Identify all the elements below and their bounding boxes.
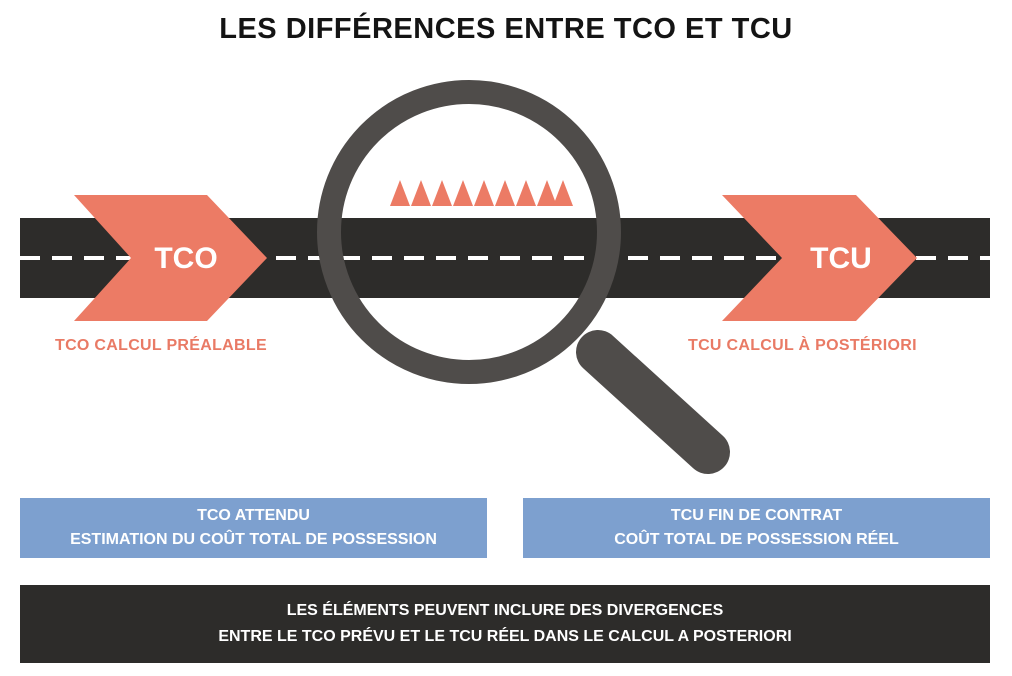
tco-chevron-label: TCO [154, 242, 217, 275]
tcu-contract-box: TCU FIN DE CONTRAT COÛT TOTAL DE POSSESS… [523, 498, 990, 558]
tco-expected-box: TCO ATTENDU ESTIMATION DU COÛT TOTAL DE … [20, 498, 487, 558]
tco-caption: TCO CALCUL PRÉALABLE [55, 337, 267, 354]
magnifier-handle [576, 330, 730, 474]
tcu-caption: TCU CALCUL À POSTÉRIORI [688, 337, 917, 354]
tcu-chevron [722, 195, 917, 321]
tco-chevron [74, 195, 267, 321]
tcu-chevron-label: TCU [810, 242, 872, 275]
tco-expected-title: TCO ATTENDU [197, 507, 310, 524]
divergence-line-1: LES ÉLÉMENTS PEUVENT INCLURE DES DIVERGE… [286, 602, 724, 619]
triangle-spikes-icon [390, 180, 573, 206]
magnifying-glass-icon [317, 80, 621, 384]
page-title: LES DIFFÉRENCES ENTRE TCO ET TCU [219, 13, 793, 45]
tcu-contract-title: TCU FIN DE CONTRAT [670, 507, 843, 524]
divergence-box: LES ÉLÉMENTS PEUVENT INCLURE DES DIVERGE… [20, 585, 990, 663]
tco-expected-desc: ESTIMATION DU COÛT TOTAL DE POSSESSION [70, 531, 437, 548]
divergence-line-2: ENTRE LE TCO PRÉVU ET LE TCU RÉEL DANS L… [218, 628, 792, 645]
tcu-contract-desc: COÛT TOTAL DE POSSESSION RÉEL [614, 531, 899, 548]
